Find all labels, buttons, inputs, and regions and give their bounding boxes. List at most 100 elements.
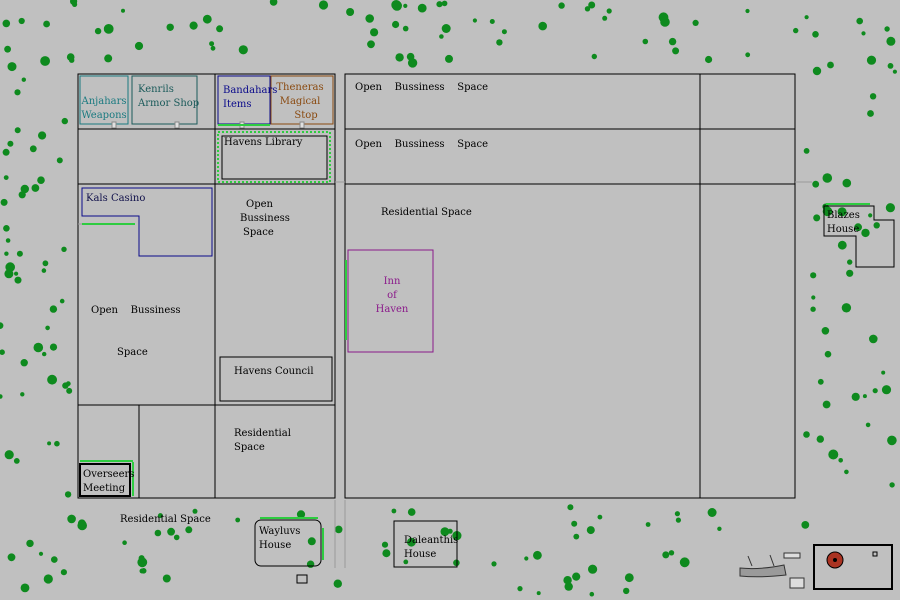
tree — [14, 276, 22, 284]
tree — [745, 8, 750, 14]
tree — [7, 62, 17, 72]
label-line: Inn — [383, 276, 401, 287]
tree — [185, 526, 193, 534]
havens-library-building — [217, 131, 331, 183]
overseers-meeting-building — [79, 460, 134, 497]
tree — [391, 0, 402, 10]
tree — [382, 549, 391, 558]
tree — [140, 568, 147, 574]
tree — [873, 222, 880, 229]
tree — [668, 37, 677, 46]
label-line: House — [404, 549, 437, 560]
tree — [571, 520, 578, 527]
label-line: Meeting — [83, 483, 126, 494]
label-line: Haven — [375, 304, 409, 315]
tree — [37, 176, 45, 184]
tree — [588, 1, 596, 9]
east-block — [344, 73, 796, 499]
tree — [18, 191, 26, 199]
tree — [801, 521, 810, 529]
tree — [828, 449, 839, 460]
tree — [235, 517, 241, 523]
tree — [838, 458, 843, 463]
tree — [60, 569, 67, 576]
tree — [269, 0, 278, 6]
tree — [67, 514, 76, 524]
label-line: House — [259, 540, 292, 551]
tree — [64, 491, 72, 498]
tree — [810, 272, 817, 279]
tree — [42, 351, 47, 357]
label-line: Space — [234, 442, 265, 453]
tree — [137, 557, 148, 568]
tree — [491, 561, 497, 567]
tree — [33, 342, 44, 353]
tree — [472, 18, 477, 23]
tree — [889, 482, 895, 488]
blazes-house-building — [823, 203, 895, 268]
tree — [822, 173, 833, 183]
tree — [810, 306, 816, 312]
tree — [103, 24, 114, 34]
tree — [20, 184, 29, 194]
tree — [812, 31, 819, 38]
bandahars-items-label: Bandahars Items — [223, 84, 277, 112]
tree — [867, 110, 874, 117]
tree — [121, 8, 125, 13]
tree — [887, 435, 897, 446]
tree — [564, 582, 573, 591]
label-line: Magical — [279, 96, 321, 107]
tree — [189, 21, 198, 30]
tree — [367, 40, 375, 49]
residential-space-label-2: Residential Space — [234, 427, 291, 455]
daleanthis-house-building — [393, 520, 458, 568]
tree — [49, 343, 58, 351]
tree — [2, 148, 10, 156]
tree — [606, 8, 612, 14]
tree — [14, 271, 19, 276]
tree — [391, 508, 397, 514]
tree — [563, 576, 572, 585]
tree — [122, 540, 127, 545]
tree — [803, 148, 810, 154]
tree — [2, 19, 11, 28]
open-business-label-1: Open Bussiness Space — [355, 82, 488, 93]
tree — [395, 53, 404, 62]
tree — [884, 26, 890, 32]
tree — [21, 77, 26, 82]
tree — [333, 579, 342, 588]
tree — [20, 359, 28, 367]
tree — [29, 145, 37, 153]
tree — [591, 53, 597, 60]
tree — [31, 184, 40, 192]
tree — [824, 350, 832, 358]
tree — [588, 564, 598, 574]
tree — [674, 511, 681, 517]
tree — [381, 541, 389, 548]
tree — [856, 17, 863, 25]
tree — [846, 269, 854, 277]
tree — [38, 131, 47, 140]
tree — [167, 527, 176, 536]
tree — [318, 0, 329, 10]
open-business-label-3: Open Bussiness Space — [240, 198, 290, 240]
anjahars-weapons-label: Anjahars Weapons — [81, 95, 127, 123]
tree — [0, 349, 5, 355]
blazes-house-label: Blazes House — [827, 209, 860, 237]
kals-casino-label: Kals Casino — [86, 193, 146, 204]
tree — [5, 262, 15, 272]
tree — [536, 591, 541, 596]
tree — [365, 14, 375, 23]
tree — [672, 47, 680, 55]
tree — [38, 551, 44, 556]
tree — [202, 14, 212, 24]
tree — [584, 6, 591, 12]
tree — [13, 458, 20, 464]
kenrils-armor-shop-building — [131, 75, 198, 125]
anjahars-weapons-building — [79, 75, 129, 125]
tree — [872, 388, 878, 394]
tree — [538, 21, 547, 31]
tree — [134, 41, 144, 51]
label-line: Stop — [294, 110, 318, 121]
